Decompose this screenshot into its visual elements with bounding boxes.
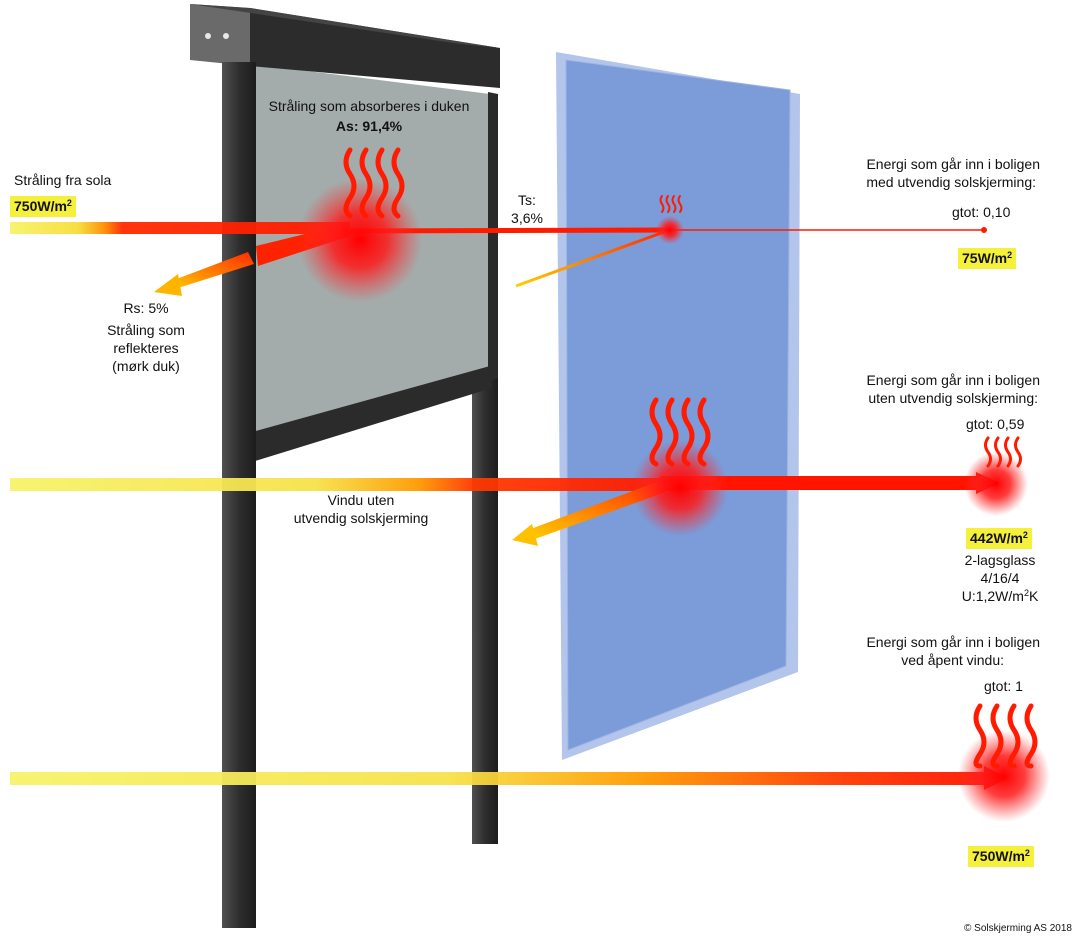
case3-gtot: gtot: 1 (984, 678, 1023, 694)
window-label-line1: Vindu uten (327, 492, 395, 508)
case2-value: 442W/m2 (966, 528, 1032, 549)
reflected-line2: reflekteres (113, 340, 179, 356)
sun-radiation-title: Stråling fra sola (14, 172, 112, 188)
reflected-line3: (mørk duk) (112, 358, 180, 374)
ray-without-shading (10, 472, 1000, 546)
case2-gtot: gtot: 0,59 (966, 416, 1025, 432)
reflected-line1: Stråling som (107, 322, 185, 338)
heat-waves-room-mid (984, 436, 1022, 468)
copyright: © Solskjerming AS 2018 (964, 923, 1072, 934)
case3-line1: Energi som går inn i boligen (866, 634, 1040, 650)
case2-line2: uten utvendig solskjerming: (868, 390, 1038, 406)
heat-waves-glass (649, 397, 711, 467)
heat-waves-screen (343, 147, 405, 219)
case3-value: 750W/m2 (968, 846, 1034, 867)
glass-glow-mid (632, 440, 728, 536)
room-glow-mid (964, 452, 1028, 516)
window-label-line2: utvendig solskjerming (293, 510, 429, 526)
glass-spec-line2: 4/16/4 (980, 570, 1020, 586)
sun-radiation-value: 750W/m2 (10, 196, 76, 217)
heat-waves-small (659, 195, 683, 213)
absorbed-title: Stråling som absorberes i duken (268, 98, 470, 114)
case1-line1: Energi som går inn i boligen (866, 156, 1040, 172)
transmitted-value: 3,6% (511, 210, 543, 226)
case3-line2: ved åpent vindu: (901, 652, 1004, 668)
absorption-glow (298, 178, 422, 302)
window-glass (556, 52, 800, 760)
ray-open-window (10, 766, 1008, 790)
glass-spec-u: U:1,2W/m2K (961, 588, 1039, 604)
absorbed-value: As: 91,4% (335, 118, 403, 134)
ray-with-shading (10, 222, 987, 288)
heat-waves-room-bottom (973, 703, 1038, 769)
glass-small-glow (656, 216, 684, 244)
transmitted-label: Ts: (518, 192, 536, 208)
cassette-box (190, 4, 500, 88)
case1-line2: med utvendig solskjerming: (866, 174, 1036, 190)
reflected-ray-arrow (154, 252, 254, 296)
case1-value: 75W/m2 (958, 248, 1017, 269)
glass-spec-line1: 2-lagsglass (964, 552, 1036, 568)
reflected-value: Rs: 5% (123, 300, 169, 316)
front-post (222, 62, 256, 928)
case2-line1: Energi som går inn i boligen (866, 372, 1040, 388)
back-post (472, 378, 498, 844)
case1-gtot: gtot: 0,10 (952, 204, 1011, 220)
